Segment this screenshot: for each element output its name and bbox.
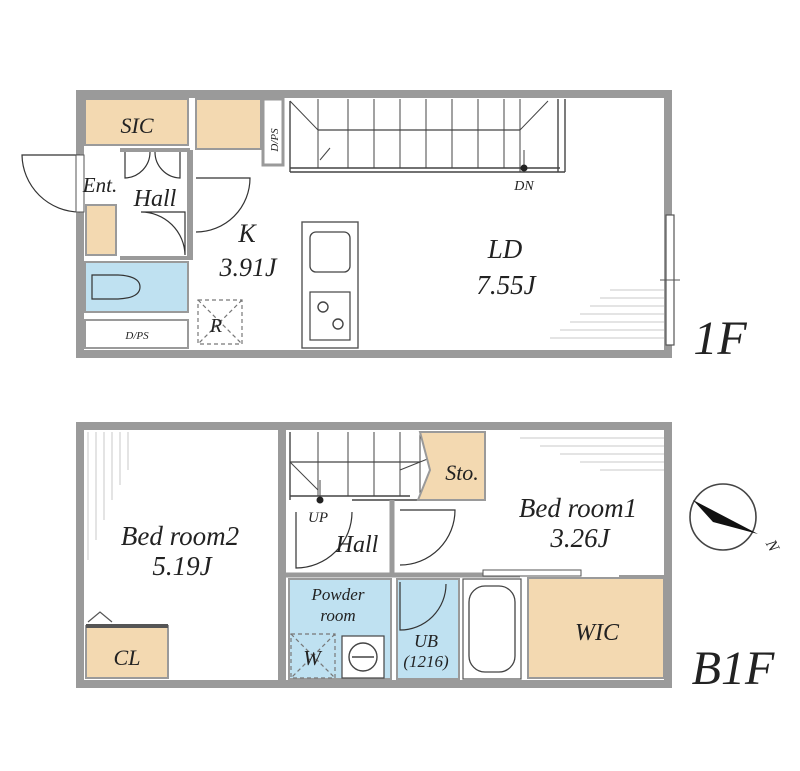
hall-b1f-label: Hall [335,532,379,558]
hall-door-right [154,151,181,179]
ps-top-label: D/PS [269,128,281,153]
bedroom2-size: 5.19J [152,551,213,581]
floor-label-b1f: B1F [692,642,775,695]
burner-2 [332,318,344,330]
cl-label: CL [114,645,141,670]
kitchen-label: K [237,219,257,248]
floor-1f: SIC D/PS D/PS Ent. Hall K 3.91J [21,90,747,365]
ps-shaft-bottom [84,319,189,349]
toilet-door [140,211,186,256]
staircase-1f [289,99,566,173]
staircase-b1f [289,432,431,504]
ps-shaft-top [261,97,285,167]
kitchen-size: 3.91J [218,253,278,282]
entrance-door-frame [75,154,85,213]
ld-label: LD [487,234,523,264]
refrigerator-space [197,299,243,345]
compass-needle [693,500,758,534]
bathtub [468,585,516,673]
entrance-label: Ent. [82,173,117,197]
burner-1 [317,301,329,313]
bedroom1-size: 3.26J [549,523,611,553]
ub-label: UB [414,631,438,651]
shoe-closet [85,204,117,256]
exterior-wall-b1f [76,422,672,688]
hall-1f-label: Hall [133,186,177,212]
compass: N [689,483,783,556]
hatch-1f [550,289,664,339]
sic-label: SIC [121,113,154,138]
kitchen-door [195,177,251,233]
wic-label: WIC [575,620,620,646]
hall-door-left [124,151,151,179]
bedroom2-label: Bed room2 [121,521,239,551]
stairs-up-label: UP [308,510,328,526]
stove [309,291,351,341]
sto-label: Sto. [445,460,479,485]
ps-bottom-label: D/PS [124,330,149,342]
cl-closet [85,625,169,679]
hatch-bedroom1 [520,437,664,471]
ub-size: (1216) [403,652,449,671]
sink [309,231,351,273]
bedroom1-door [399,509,456,566]
wic-sliding-door [482,569,582,577]
powder-label-2: room [320,606,355,625]
powder-label-1: Powder [311,585,365,604]
storage-sto [416,431,486,501]
sic-closet [84,98,189,146]
ub-door [399,582,447,631]
toilet [91,274,141,300]
floor-b1f: Bed room2 5.19J CL Sto. UP [76,422,775,695]
compass-north-label: N [761,536,782,555]
stairs-dn-label: DN [513,179,534,194]
washer-label: W [303,646,323,670]
washer-space [290,633,336,679]
entrance-door [21,154,81,213]
ld-size: 7.55J [476,270,537,300]
refrigerator-label: R [209,315,222,337]
bedroom1-label: Bed room1 [519,493,637,523]
kitchen-storage [195,98,262,150]
wic-closet [527,577,665,679]
floor-label-1f: 1F [693,312,747,365]
hatch-bedroom2 [87,432,129,560]
hall-b1f-door [295,511,353,569]
